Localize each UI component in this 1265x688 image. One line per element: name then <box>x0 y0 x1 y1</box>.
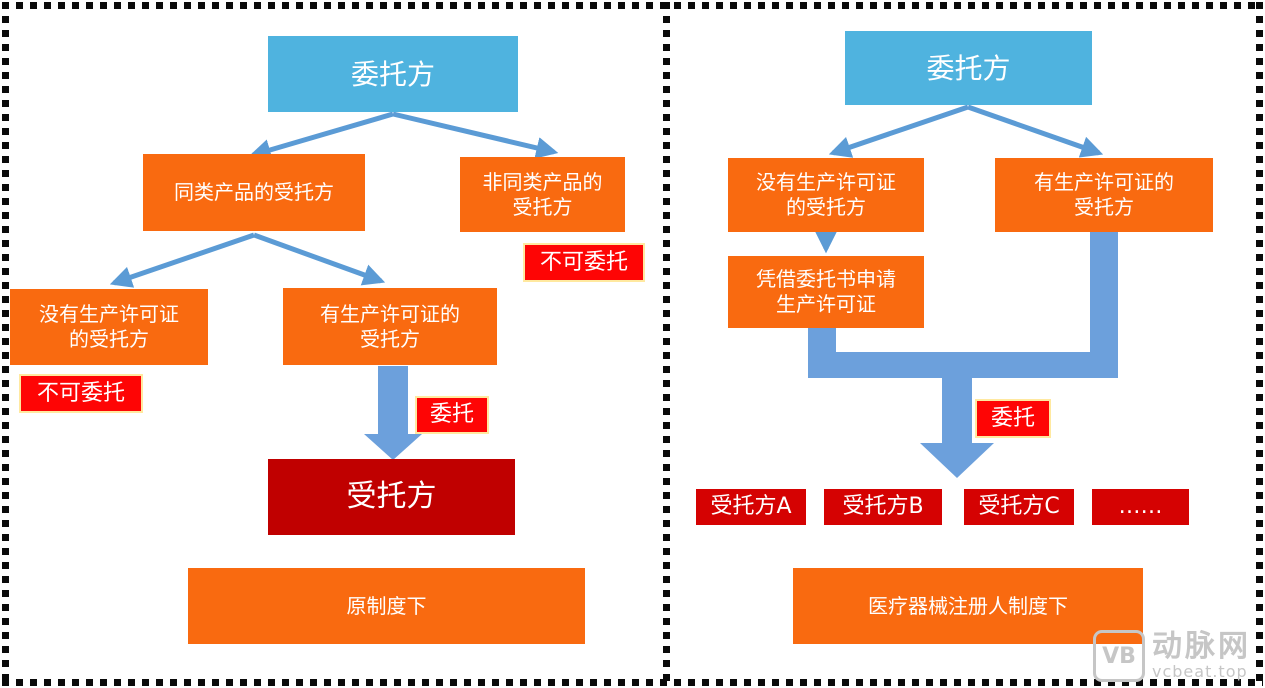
left-no-license-node: 没有生产许可证 的受托方 <box>10 289 208 365</box>
left-not-allowed-badge-right: 不可委托 <box>523 243 645 282</box>
watermark-domain: vcbeat.top <box>1152 662 1248 681</box>
left-root-node: 委托方 <box>268 36 518 112</box>
right-entrust-badge: 委托 <box>975 399 1051 438</box>
left-different-type-node: 非同类产品的 受托方 <box>460 157 625 232</box>
right-apply-license-node: 凭借委托书申请 生产许可证 <box>728 256 924 328</box>
left-entrust-thick-arrow <box>364 366 422 460</box>
watermark-brand: 动脉网 <box>1152 629 1251 664</box>
frame-right-border <box>1256 2 1263 686</box>
watermark: VB 动脉网 vcbeat.top <box>1093 630 1251 682</box>
right-trustee-c-node: 受托方C <box>964 489 1074 525</box>
right-trustee-b-node: 受托方B <box>824 489 942 525</box>
right-trustee-more-node: …… <box>1092 489 1189 525</box>
right-merge-connector <box>808 232 1118 478</box>
panel-divider <box>663 2 670 686</box>
right-has-license-node: 有生产许可证的 受托方 <box>995 158 1213 232</box>
left-entrust-badge: 委托 <box>415 396 489 434</box>
left-has-license-node: 有生产许可证的 受托方 <box>283 288 497 365</box>
left-panel-caption: 原制度下 <box>188 568 585 644</box>
right-trustee-a-node: 受托方A <box>696 489 806 525</box>
right-branch-arrows <box>814 104 1104 254</box>
vcbeat-logo-icon: VB <box>1093 630 1145 682</box>
frame-left-border <box>2 2 9 686</box>
left-branch-arrows <box>109 111 559 288</box>
right-no-license-node: 没有生产许可证 的受托方 <box>728 158 924 232</box>
watermark-text: 动脉网 vcbeat.top <box>1152 632 1251 680</box>
left-not-allowed-badge-left: 不可委托 <box>19 374 143 413</box>
left-trustee-result-node: 受托方 <box>268 459 515 535</box>
frame-top-border <box>2 2 1263 9</box>
right-root-node: 委托方 <box>845 31 1092 105</box>
right-panel-caption: 医疗器械注册人制度下 <box>793 568 1143 644</box>
frame-bottom-border <box>2 679 1263 686</box>
left-same-type-node: 同类产品的受托方 <box>143 154 365 231</box>
